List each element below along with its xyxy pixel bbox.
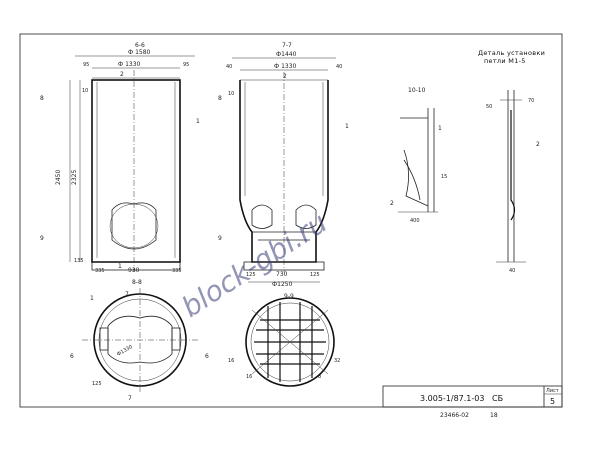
dim-2450: 2450: [55, 170, 62, 185]
mark-2-a: 2: [120, 71, 124, 78]
dim-70: 70: [528, 98, 534, 104]
section-label-9-9: 9-9: [284, 293, 294, 300]
mark-2-d: 2: [536, 141, 540, 148]
mark-2-c: 2: [390, 200, 394, 207]
dim-125: 125: [246, 272, 256, 278]
dim-95b: 95: [183, 62, 189, 68]
dim-phi1250: Ф1250: [272, 281, 293, 288]
mark-9-a: 9: [40, 235, 44, 242]
dim-phi1440: Ф1440: [276, 51, 297, 58]
mark-6-b: 6: [205, 353, 209, 360]
section-label-7-7: 7-7: [282, 42, 292, 49]
dim-10b: 10: [228, 91, 234, 97]
dim-125b: 125: [310, 272, 320, 278]
mark-7-a: 7: [125, 291, 129, 298]
dim-930: 930: [128, 267, 140, 274]
mark-1-e: 1: [90, 295, 94, 302]
dim-phi1330-a: Ф 1330: [118, 61, 141, 68]
dim-32: 32: [334, 358, 340, 364]
stamp-page: 18: [490, 412, 498, 419]
mark-1-c: 1: [345, 123, 349, 130]
title-line1: Деталь установки: [478, 49, 545, 57]
section-label-8-8: 8-8: [132, 279, 142, 286]
stamp-sheet-number: 5: [550, 397, 555, 406]
dim-135: 135: [74, 258, 84, 264]
title-block: 3.005-1/87.1-03 СБ Лист 5 23466-02 18: [382, 385, 563, 419]
sheet-frame: [19, 33, 563, 408]
stamp-section: СБ: [492, 394, 503, 403]
section-label-6-6: 6-6: [135, 42, 145, 49]
dim-40c: 40: [509, 268, 515, 274]
mark-8-b: 8: [218, 95, 222, 102]
stamp-sheet-label: Лист: [546, 388, 559, 394]
dim-16: 16: [228, 358, 234, 364]
section-7-7-elevation: 7-7 Ф1440 Ф 1330 2 40 40 125 730 125 Ф12…: [218, 42, 349, 288]
dim-10: 10: [82, 88, 88, 94]
dim-50: 50: [486, 104, 492, 110]
mark-9-b: 9: [218, 235, 222, 242]
dim-95: 95: [83, 62, 89, 68]
dim-phi1580: Ф 1580: [128, 49, 151, 56]
watermark: block-gbi.ru: [176, 206, 333, 324]
dim-8: 8: [318, 374, 321, 380]
dim-phi1330-b: Ф 1330: [274, 63, 297, 70]
section-9-9-plan: 9-9 16 16 32 8: [228, 293, 340, 387]
stamp-inventory: 23466-02: [440, 412, 469, 419]
dim-335-b: 335: [172, 268, 182, 274]
dim-400: 400: [410, 218, 420, 224]
section-label-10-10: 10-10: [408, 87, 426, 94]
mark-1-d: 1: [438, 125, 442, 132]
dim-40b: 40: [336, 64, 342, 70]
loop-installation-detail: 50 70 40 2: [486, 90, 540, 274]
mark-1-b: 1: [118, 263, 122, 270]
dim-335-a: 335: [95, 268, 105, 274]
dim-16b: 16: [246, 374, 252, 380]
title-line2: петли М1-5: [484, 57, 526, 65]
mark-1-a: 1: [196, 118, 200, 125]
mark-7-b: 7: [128, 395, 132, 402]
section-10-10: 10-10 400 15 1 2: [390, 87, 447, 224]
section-6-6-elevation: 6-6 Ф 1580 Ф 1330 2 95 95 135 335 930 33…: [40, 42, 200, 274]
dim-2325: 2325: [71, 170, 78, 185]
mark-2-b: 2: [283, 73, 287, 80]
dim-15: 15: [441, 174, 447, 180]
dim-125c: 125: [92, 381, 102, 387]
dim-730: 730: [276, 271, 288, 278]
mark-8-a: 8: [40, 95, 44, 102]
dim-40: 40: [226, 64, 232, 70]
dim-phi1330-c: Ф1330: [116, 344, 134, 358]
section-8-8-plan: 8-8 Ф1330 1 6 6 7 7 125: [70, 279, 209, 402]
mark-6-a: 6: [70, 353, 74, 360]
stamp-code: 3.005-1/87.1-03: [420, 394, 484, 403]
